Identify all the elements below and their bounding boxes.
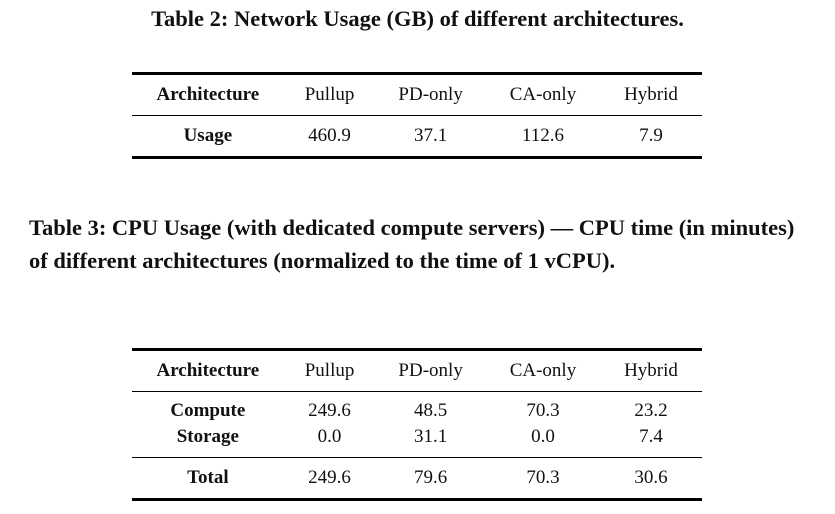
- cell-ca-only: 0.0: [531, 426, 555, 447]
- column-header-pullup: Pullup: [304, 84, 355, 105]
- column-header-ca-only: CA-only: [509, 84, 577, 105]
- table-row-total: Total 249.6 79.6 70.3 30.6: [132, 457, 702, 500]
- column-header-pd-only: PD-only: [398, 360, 463, 381]
- table-row-compute: Compute 249.6 48.5 70.3 23.2: [132, 392, 702, 425]
- cpu-usage-table: Architecture Pullup PD-only CA-only Hybr…: [132, 348, 702, 501]
- column-header-hybrid: Hybrid: [624, 84, 678, 105]
- cell-pd-only: 37.1: [414, 125, 448, 146]
- column-header-architecture: Architecture: [156, 360, 260, 381]
- cell-pd-only: 79.6: [414, 467, 448, 488]
- column-header-ca-only: CA-only: [509, 360, 577, 381]
- cell-pullup: 249.6: [308, 467, 351, 488]
- row-label: Total: [187, 467, 229, 488]
- row-label: Compute: [170, 400, 246, 421]
- cell-pullup: 249.6: [308, 400, 351, 421]
- network-usage-table: Architecture Pullup PD-only CA-only Hybr…: [132, 72, 702, 159]
- cell-hybrid: 23.2: [634, 400, 668, 421]
- table-row-storage: Storage 0.0 31.1 0.0 7.4: [132, 424, 702, 458]
- table-2-caption: Table 2: Network Usage (GB) of different…: [151, 6, 684, 31]
- cell-pullup: 0.0: [317, 426, 342, 447]
- column-header-pd-only: PD-only: [398, 84, 463, 105]
- column-header-architecture: Architecture: [156, 84, 260, 105]
- cell-ca-only: 112.6: [521, 125, 564, 146]
- cell-hybrid: 30.6: [634, 467, 668, 488]
- cell-pd-only: 31.1: [414, 426, 448, 447]
- cell-ca-only: 70.3: [526, 467, 560, 488]
- row-label: Storage: [176, 426, 239, 447]
- table-header-row: Architecture Pullup PD-only CA-only Hybr…: [132, 73, 702, 116]
- cell-ca-only: 70.3: [526, 400, 560, 421]
- cell-pd-only: 48.5: [414, 400, 448, 421]
- column-header-pullup: Pullup: [304, 360, 355, 381]
- table-row-usage: Usage 460.9 37.1 112.6 7.9: [132, 116, 702, 158]
- row-label: Usage: [183, 125, 233, 146]
- column-header-hybrid: Hybrid: [624, 360, 678, 381]
- cell-pullup: 460.9: [308, 125, 351, 146]
- cell-hybrid: 7.9: [639, 125, 663, 146]
- cell-hybrid: 7.4: [639, 426, 663, 447]
- table-header-row: Architecture Pullup PD-only CA-only Hybr…: [132, 349, 702, 392]
- table-3-caption: Table 3: CPU Usage (with dedicated compu…: [29, 215, 795, 273]
